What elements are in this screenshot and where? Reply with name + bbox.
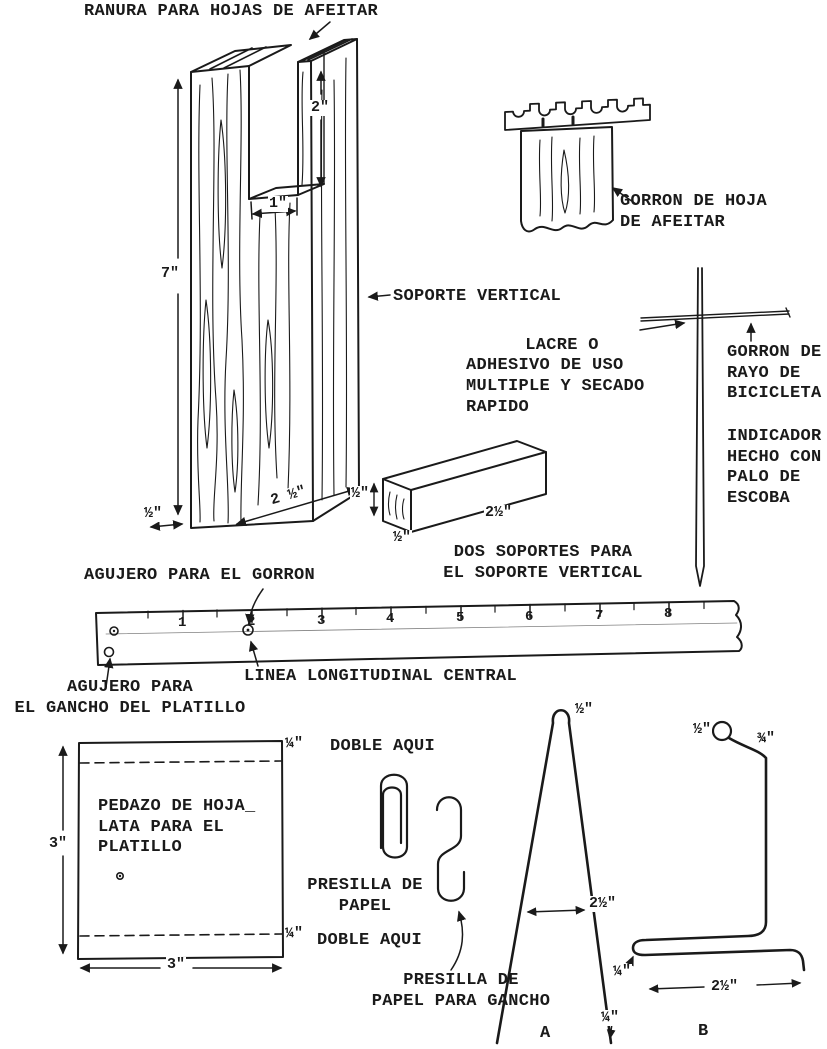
dim-fold-top: ¼" bbox=[284, 735, 305, 752]
paperclip-drawing bbox=[379, 773, 409, 859]
pan-hook-hole bbox=[109, 626, 119, 636]
razor-kerf-lines bbox=[209, 38, 353, 70]
ruler-mark-7: 7 bbox=[595, 608, 604, 624]
dim-slot-width: 1" bbox=[268, 195, 289, 212]
dim-wire-a-tip: ¼" bbox=[600, 1009, 621, 1026]
dim-wire-a-span: 2½" bbox=[588, 895, 618, 912]
indicator-cross-drawing bbox=[639, 267, 791, 587]
label-doble-aqui-top: DOBLE AQUI bbox=[330, 737, 436, 756]
part-mark-a: A bbox=[540, 1024, 551, 1043]
title-pointer-arrow bbox=[308, 21, 331, 41]
dim-wire-b-eye: ½" bbox=[692, 721, 713, 738]
wire-a-drawing bbox=[495, 708, 616, 1045]
dim-wire-b-base: 2½" bbox=[710, 978, 740, 995]
label-lacre-rest: ADHESIVO DE USO MULTIPLE Y SECADO RAPIDO bbox=[466, 356, 645, 417]
vertical-post-drawing bbox=[149, 38, 360, 531]
label-agujero-gancho: AGUJERO PARA EL GANCHO DEL PLATILLO bbox=[14, 678, 246, 718]
ruler-mark-8: 8 bbox=[664, 606, 673, 622]
label-lacre-line1: LACRE O bbox=[525, 335, 599, 355]
dim-tin-height: 3" bbox=[48, 835, 69, 852]
label-soporte-vertical: SOPORTE VERTICAL bbox=[393, 287, 562, 306]
label-presilla-papel: PRESILLA DE PAPEL bbox=[307, 876, 423, 916]
dim-block-height: ½" bbox=[350, 485, 371, 502]
tin-dimension-lines bbox=[58, 745, 283, 973]
label-doble-aqui-bottom: DOBLE AQUI bbox=[317, 931, 423, 950]
ruler-mark-1: 1 bbox=[178, 615, 187, 631]
dim-post-height: 7" bbox=[160, 265, 181, 282]
s-hook-drawing bbox=[435, 796, 467, 971]
label-agujero-gorron: AGUJERO PARA EL GORRON bbox=[84, 566, 316, 585]
dim-fold-bottom: ¼" bbox=[284, 925, 305, 942]
wire-eye-loop bbox=[711, 720, 733, 742]
dim-slot-depth: 2" bbox=[310, 99, 331, 116]
label-gorron-rayo: GORRON DE RAYO DE BICICLETA bbox=[727, 343, 822, 404]
fold-line-top bbox=[79, 760, 282, 764]
wood-grain bbox=[538, 135, 596, 222]
razor-blade-pivot-drawing bbox=[504, 97, 651, 233]
dim-wire-b-top: ¾" bbox=[756, 730, 777, 747]
wood-grain bbox=[387, 491, 405, 520]
dim-post-thickness: ½" bbox=[143, 505, 164, 522]
wood-grain bbox=[196, 57, 348, 525]
ruler-mark-6: 6 bbox=[525, 609, 534, 625]
post-dimension-lines bbox=[149, 70, 358, 531]
razor-blade-profile bbox=[504, 97, 651, 131]
dim-wire-a-top: ½" bbox=[574, 701, 595, 718]
ruler-mark-4: 4 bbox=[386, 611, 395, 627]
ruler-mark-2: 2 bbox=[247, 614, 256, 630]
dim-wire-b-step: ¼" bbox=[612, 963, 633, 980]
half-inch-ticks bbox=[147, 600, 705, 619]
label-linea-central: LINEA LONGITUDINAL CENTRAL bbox=[244, 667, 518, 686]
label-gorron-hoja: GORRON DE HOJA DE AFEITAR bbox=[620, 192, 768, 232]
label-indicador: INDICADOR HECHO CON PALO DE ESCOBA bbox=[727, 427, 822, 509]
label-dos-soportes: DOS SOPORTES PARA EL SOPORTE VERTICAL bbox=[443, 543, 643, 583]
part-mark-b: B bbox=[698, 1022, 709, 1041]
central-line bbox=[105, 622, 738, 635]
pivot-hole bbox=[242, 624, 254, 636]
hook-hole bbox=[116, 871, 125, 880]
dim-block-length: 2½" bbox=[484, 504, 514, 521]
beam-ruler-drawing bbox=[95, 588, 743, 688]
ruler-mark-5: 5 bbox=[456, 610, 465, 626]
wire-b-drawing bbox=[625, 720, 806, 994]
fold-line-bottom bbox=[79, 933, 283, 937]
page-title: RANURA PARA HOJAS DE AFEITAR bbox=[84, 2, 379, 21]
tin-plate-drawing bbox=[58, 740, 284, 973]
support-block-drawing bbox=[369, 440, 547, 533]
label-pedazo-hojalata: PEDAZO DE HOJA_ LATA PARA EL PLATILLO bbox=[98, 797, 256, 858]
dim-block-width: ½" bbox=[392, 529, 413, 546]
ruler-mark-3: 3 bbox=[317, 613, 326, 629]
dim-tin-width: 3" bbox=[166, 956, 187, 973]
soporte-vertical-arrow bbox=[367, 291, 391, 301]
label-presilla-gancho: PRESILLA DE PAPEL PARA GANCHO bbox=[371, 971, 551, 1011]
